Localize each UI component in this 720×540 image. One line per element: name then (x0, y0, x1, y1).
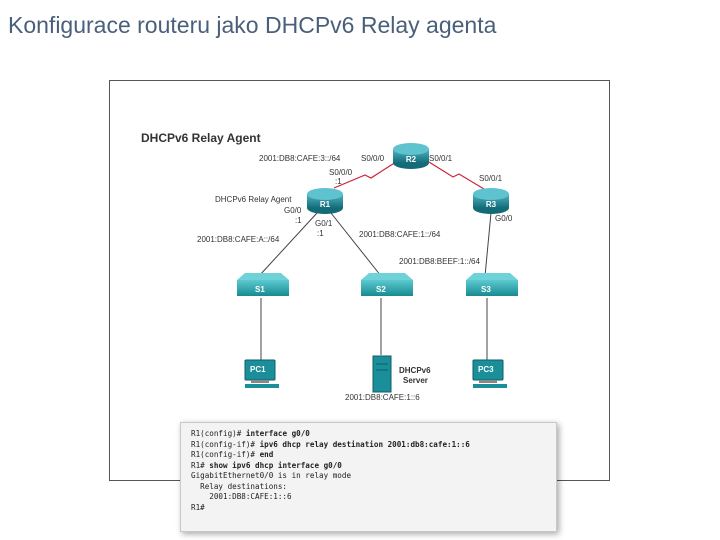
cli-line: GigabitEthernet0/0 is in relay mode (191, 471, 352, 480)
switch-s1[interactable]: S1 (237, 273, 289, 296)
router-r2-label: R2 (406, 155, 417, 164)
address-labels: 2001:DB8:CAFE:3::/64 S0/0/0 S0/0/1 S0/0/… (197, 154, 513, 402)
r1-g01-host-label: :1 (317, 229, 324, 238)
pc3[interactable]: PC3 (472, 359, 507, 388)
dhcpv6-server[interactable]: DHCPv6 Server (372, 355, 431, 393)
router-r3-label: R3 (486, 200, 497, 209)
cli-output-box: R1(config)# interface g0/0 R1(config-if)… (180, 422, 557, 532)
net-r1-s2-label: 2001:DB8:CAFE:1::/64 (359, 230, 441, 239)
ethernet-link-r1-s2 (330, 212, 382, 277)
network-diagram: DHCPv6 Relay Agent R2 R1 R3 S1 (141, 131, 518, 402)
pc1-label: PC1 (250, 365, 266, 374)
links (258, 161, 492, 362)
switch-s2[interactable]: S2 (361, 273, 413, 296)
r1-g01-label: G0/1 (315, 219, 333, 228)
server-address-label: 2001:DB8:CAFE:1::6 (345, 393, 420, 402)
r1-g00-host-label: :1 (295, 216, 302, 225)
net-left-label: 2001:DB8:CAFE:A::/64 (197, 235, 280, 244)
server-label-line1: DHCPv6 (399, 366, 431, 375)
router-r3[interactable]: R3 (473, 188, 509, 214)
r3-g00-label: G0/0 (495, 214, 513, 223)
server-label-line2: Server (403, 376, 428, 385)
diagram-frame (109, 80, 610, 481)
r3-s001-label: S0/0/1 (479, 174, 503, 183)
cli-line: Relay destinations: (191, 481, 288, 491)
serial-link-r1-r2 (333, 161, 397, 189)
router-r1-label: R1 (320, 200, 331, 209)
ethernet-link-r1-s1 (258, 212, 318, 277)
net-r1-r2-label: 2001:DB8:CAFE:3::/64 (259, 154, 341, 163)
cli-line: 2001:DB8:CAFE:1::6 (191, 492, 292, 501)
switch-s3[interactable]: S3 (466, 273, 518, 296)
r1-s000-host-label: :1 (335, 177, 342, 186)
r1-s000-label: S0/0/0 (329, 168, 353, 177)
slide-title: Konfigurace routeru jako DHCPv6 Relay ag… (8, 12, 497, 38)
switch-s3-label: S3 (481, 285, 491, 294)
cli-line: R1(config-if)# ipv6 dhcp relay destinati… (191, 439, 470, 449)
net-r3-label: 2001:DB8:BEEF:1::/64 (399, 257, 480, 266)
cli-line: R1(config)# interface g0/0 (191, 429, 310, 438)
r2-s001-label: S0/0/1 (429, 154, 453, 163)
relay-agent-label: DHCPv6 Relay Agent (215, 195, 292, 204)
cli-line: R1(config-if)# end (191, 450, 274, 459)
switch-s1-label: S1 (255, 285, 265, 294)
router-r1[interactable]: R1 (307, 188, 343, 214)
pc3-label: PC3 (478, 365, 494, 374)
diagram-heading: DHCPv6 Relay Agent (141, 131, 261, 145)
cli-line: R1# (191, 502, 205, 512)
serial-link-r2-r3 (428, 161, 490, 193)
ethernet-link-r3-s3 (484, 212, 492, 277)
switch-s2-label: S2 (376, 285, 386, 294)
cli-line: R1# show ipv6 dhcp interface g0/0 (191, 460, 342, 470)
r1-g00-label: G0/0 (284, 206, 302, 215)
router-r2[interactable]: R2 (393, 143, 429, 169)
r2-s000-label: S0/0/0 (361, 154, 385, 163)
pc1[interactable]: PC1 (244, 359, 279, 388)
